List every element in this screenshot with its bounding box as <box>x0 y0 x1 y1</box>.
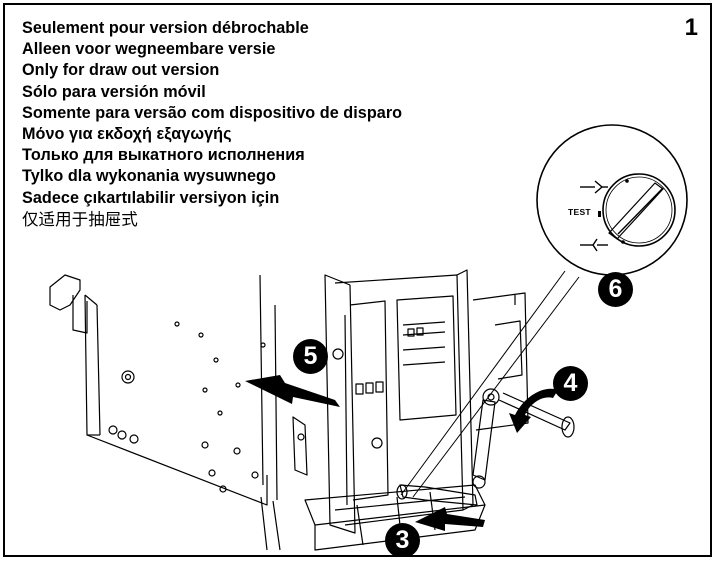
instruction-text-block: Seulement pour version débrochable Allee… <box>22 18 402 230</box>
instruction-line-en: Only for draw out version <box>22 61 220 80</box>
bracket-top <box>49 274 81 311</box>
breaker-side <box>324 274 356 534</box>
page-number: 1 <box>684 14 698 41</box>
instruction-line-pl: Tylko dla wykonania wysuwnego <box>22 167 276 186</box>
step-five-badge: 5 <box>293 339 328 374</box>
position-dial-callout <box>536 124 688 276</box>
instruction-line-el: Μόνο για εκδοχή εξαγωγής <box>22 125 232 144</box>
instruction-line-es: Sólo para versión móvil <box>22 82 206 101</box>
rotate-arrow-4 <box>509 388 558 433</box>
racking-handle <box>472 399 496 481</box>
instruction-sheet: Seulement pour version débrochable Allee… <box>3 3 712 557</box>
instruction-line-tr: Sadece çıkartılabilir versiyon için <box>22 188 280 207</box>
step-six-badge: 6 <box>598 272 633 307</box>
circuit-breaker-illustration <box>49 124 688 551</box>
instruction-line-nl: Alleen voor wegneembare versie <box>22 40 276 59</box>
dial-test-label: TEST <box>568 207 591 217</box>
instruction-line-fr: Seulement pour version débrochable <box>22 19 309 37</box>
push-arrow-3 <box>415 507 485 531</box>
cradle-left-panel <box>84 294 268 506</box>
instruction-line-pt: Somente para versão com dispositivo de d… <box>22 103 403 122</box>
pull-arrow-5 <box>245 375 340 407</box>
instruction-line-zh: 仅适用于抽屉式 <box>22 209 138 229</box>
instruction-line-ru: Только для выкатного исполнения <box>22 146 305 165</box>
breaker-front <box>334 274 464 526</box>
step-four-badge: 4 <box>553 366 588 401</box>
step-three-badge: 3 <box>385 523 420 555</box>
